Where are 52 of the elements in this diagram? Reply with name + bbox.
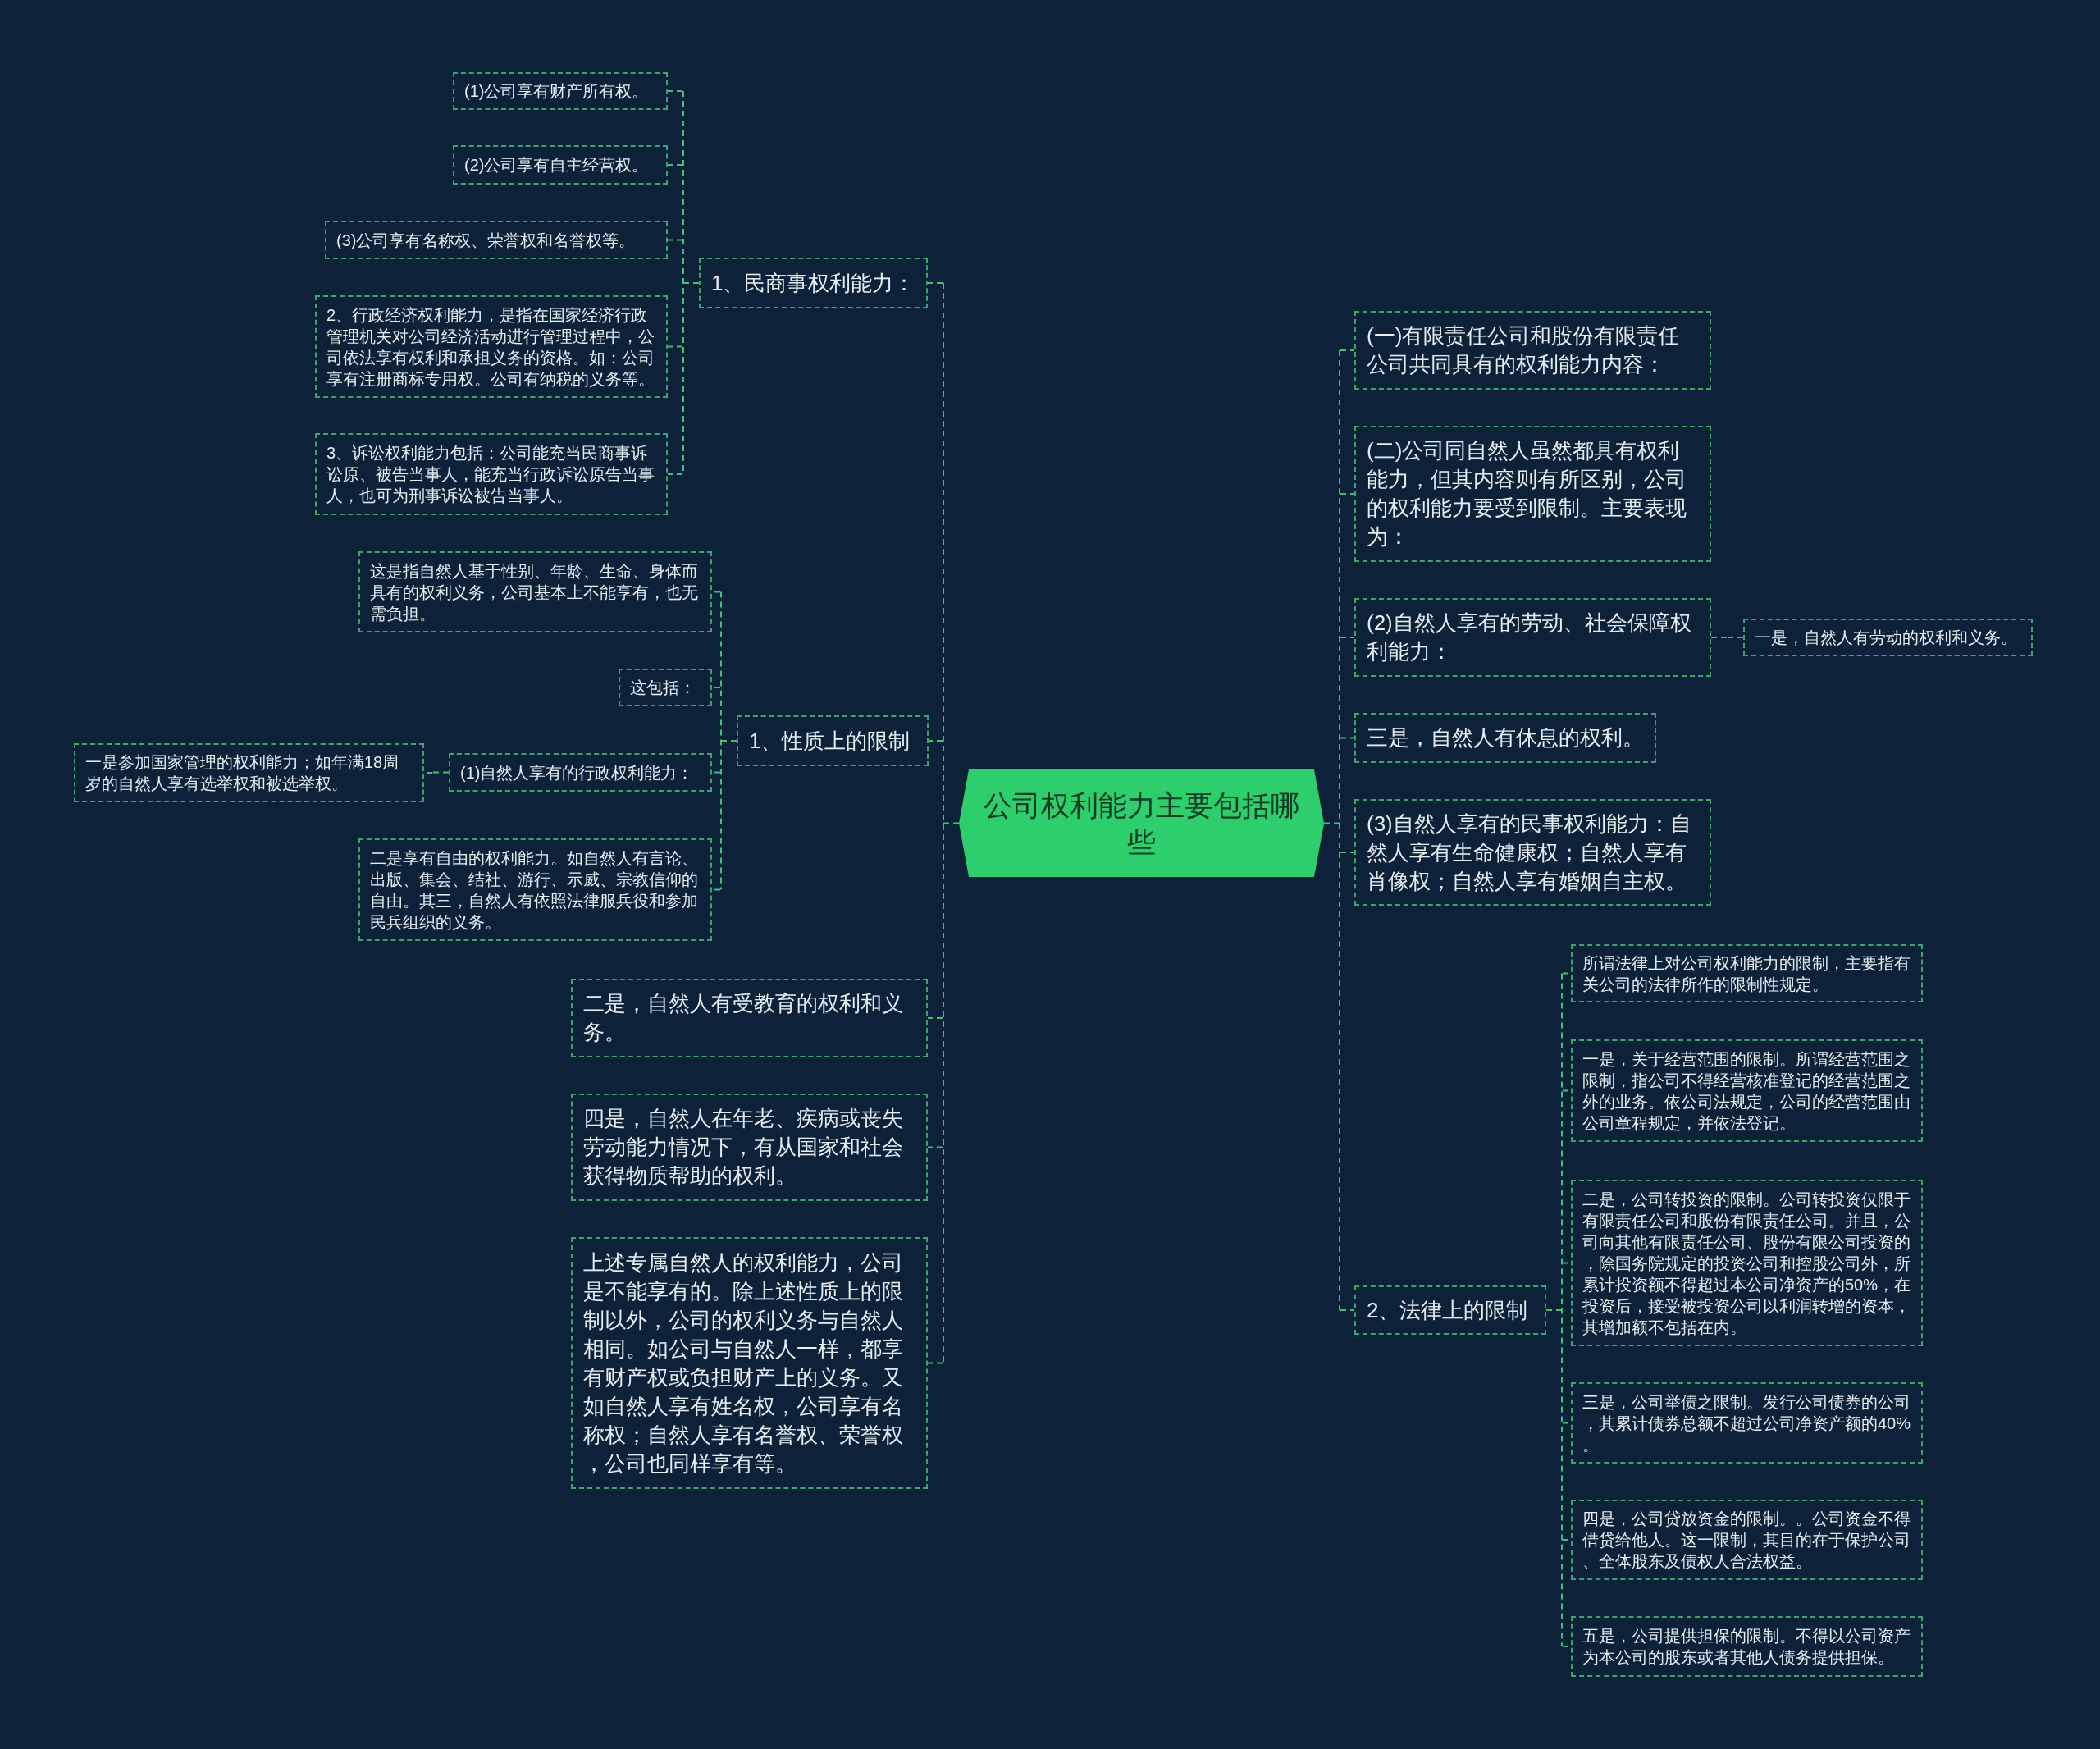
connector-line: [943, 282, 960, 1364]
subtopic-box: 二是享有自由的权利能力。如自然人有言论、出版、集会、结社、游行、示威、宗教信仰的自由。其三，自然人有依照法律服兵役和参加民兵组织的义务。: [358, 838, 712, 941]
subtopic-box: 二是，公司转投资的限制。公司转投资仅限于有限责任公司和股份有限责任公司。并且，公司向其他有限责任公司、股份有限公司投资的，除国务院规定的投资公司和控股公司外，所累计投资额不得超过本公司净资产的50%，在投资后，接受被投资公司以利润转增的资本，其增加额不包括在内。: [1571, 1180, 1923, 1346]
connector-line: [928, 740, 943, 742]
connector-line: [927, 1017, 943, 1019]
subtopic-box: 这是指自然人基于性别、年龄、生命、身体而具有的权利义务，公司基本上不能享有，也无需负担。: [358, 551, 712, 632]
connector-line: [1323, 349, 1340, 1311]
connector-line: [927, 1146, 943, 1148]
topic-box: 四是，自然人在年老、疾病或丧失劳动能力情况下，有从国家和社会获得物质帮助的权利。: [571, 1094, 928, 1201]
subtopic-box: (3)公司享有名称权、荣誉权和名誉权等。: [325, 221, 668, 259]
topic-box: 2、法律上的限制: [1354, 1285, 1546, 1335]
connector-line: [1710, 637, 1728, 638]
connector-line: [927, 1362, 943, 1364]
subtopic-box: 一是，关于经营范围的限制。所谓经营范围之限制，指公司不得经营核准登记的经营范围之外的业务。依公司法规定，公司的经营范围由公司章程规定，并依法登记。: [1571, 1039, 1923, 1142]
topic-box: 1、民商事权利能力：: [699, 258, 928, 308]
subtopic-box: 三是，公司举债之限制。发行公司债券的公司，其累计债券总额不超过公司净资产额的40%。: [1571, 1382, 1923, 1464]
connector-line: [667, 473, 683, 475]
connector-line: [1340, 852, 1355, 853]
topic-box: (一)有限责任公司和股份有限责任公司共同具有的权利能力内容：: [1354, 311, 1711, 390]
connector-line: [1340, 493, 1355, 495]
connector-line: [1340, 737, 1355, 739]
subtopic-box: 3、诉讼权利能力包括：公司能充当民商事诉讼原、被告当事人，能充当行政诉讼原告当事人，也可为刑事诉讼被告当事人。: [315, 433, 668, 515]
subtopic-box: 五是，公司提供担保的限制。不得以公司资产为本公司的股东或者其他人债务提供担保。: [1571, 1616, 1923, 1677]
subtopic-box: 这包括：: [619, 669, 712, 706]
connector-line: [667, 90, 683, 92]
subtopic-box: 四是，公司贷放资金的限制。。公司资金不得借贷给他人。这一限制，其目的在于保护公司、全体股东及债权人合法权益。: [1571, 1500, 1923, 1580]
connector-line: [667, 239, 683, 241]
subtopic-box: 一是，自然人有劳动的权利和义务。: [1743, 619, 2033, 656]
connector-line: [1340, 637, 1355, 638]
topic-box: 二是，自然人有受教育的权利和义务。: [571, 979, 928, 1057]
topic-box: (2)自然人享有的劳动、社会保障权利能力：: [1354, 598, 1711, 677]
connector-line: [1340, 1309, 1355, 1311]
topic-box: (3)自然人享有的民事权利能力：自然人享有生命健康权；自然人享有肖像权；自然人享有婚姻自主权。: [1354, 799, 1711, 906]
connector-line: [667, 345, 683, 348]
topic-box: 三是，自然人有休息的权利。: [1354, 713, 1656, 763]
subtopic-box: (1)公司享有财产所有权。: [453, 72, 668, 110]
connector-line: [1727, 637, 1744, 638]
subtopic-box: 所谓法律上对公司权利能力的限制，主要指有关公司的法律所作的限制性规定。: [1571, 944, 1923, 1002]
subtopic-box: (1)自然人享有的行政权利能力：: [449, 753, 712, 792]
subtopic-box: 2、行政经济权利能力，是指在国家经济行政管理机关对公司经济活动进行管理过程中，公司依法享有权利和承担义务的资格。如：公司享有注册商标专用权。公司有纳税的义务等。: [315, 295, 668, 398]
subtopic-box: (2)公司享有自主经营权。: [453, 145, 668, 185]
central-topic: 公司权利能力主要包括哪些: [959, 769, 1324, 877]
connector-line: [667, 164, 683, 166]
subtopic-box: 一是参加国家管理的权利能力；如年满18周岁的自然人享有选举权和被选举权。: [74, 743, 424, 802]
topic-box: 上述专属自然人的权利能力，公司是不能享有的。除上述性质上的限制以外，公司的权利义务与自然人相同。如公司与自然人一样，都享有财产权或负担财产上的义务。又如自然人享有姓名权，公司享有名称权；自然人享有名誉权、荣誉权，公司也同样享有等。: [571, 1237, 928, 1489]
connector-line: [432, 771, 450, 774]
topic-box: (二)公司同自然人虽然都具有权利能力，但其内容则有所区别，公司的权利能力要受到限制。主要表现为：: [1354, 426, 1711, 562]
connector-line: [720, 591, 737, 891]
connector-line: [1340, 349, 1355, 351]
connector-line: [927, 282, 943, 284]
connector-line: [1545, 972, 1563, 1647]
topic-box: 1、性质上的限制: [737, 715, 929, 766]
